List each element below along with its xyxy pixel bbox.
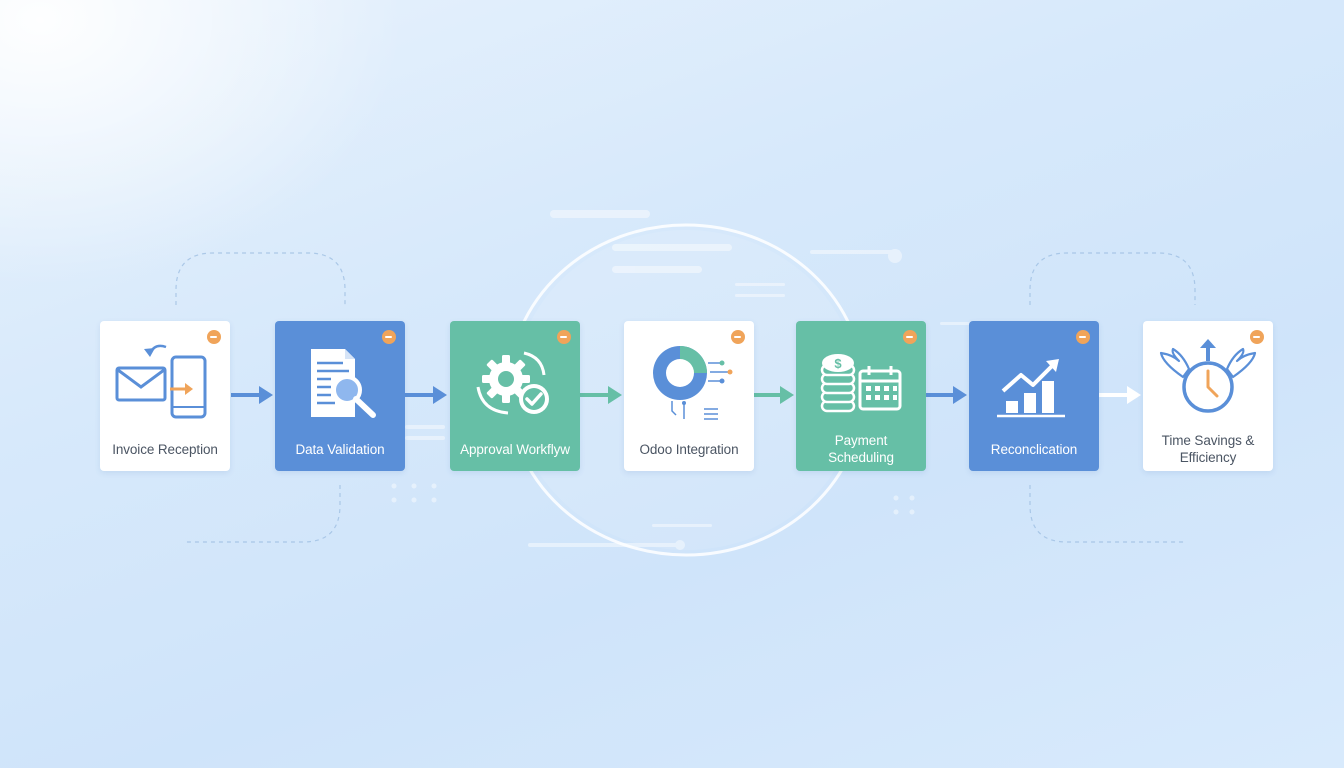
step-label: Invoice Reception [112, 441, 218, 457]
coins-calendar-icon: $ [820, 354, 902, 413]
step-card-reconciliation: Reconcliсation [969, 321, 1099, 471]
status-badge [557, 330, 571, 344]
status-badge [903, 330, 917, 344]
step-card-approval-workflow: Approval Workflуw [450, 321, 580, 471]
step-label: Data Validation [295, 441, 385, 457]
step-label: Approval Workflуw [460, 441, 570, 457]
arrow-6-icon [1099, 386, 1141, 404]
winged-clock-icon [1159, 339, 1257, 413]
step-label: Odoo Integration [639, 441, 739, 457]
status-badge [382, 330, 396, 344]
step-card-time-savings: Time Savings & Efficiency [1143, 321, 1273, 471]
status-badge [731, 330, 745, 344]
step-label: Time Savings & Efficiency [1161, 433, 1255, 465]
growth-chart-icon [997, 359, 1065, 418]
svg-text:$: $ [834, 356, 842, 371]
status-badge [207, 330, 221, 344]
arrow-4-icon [752, 386, 794, 404]
status-badge [1250, 330, 1264, 344]
step-card-payment-scheduling: $ Payment Scheduling [796, 321, 926, 471]
step-card-odoo-integration: Odoo Integration [624, 321, 754, 471]
arrow-1-icon [231, 386, 273, 404]
arrow-2-icon [405, 386, 447, 404]
arrow-3-icon [580, 386, 622, 404]
gear-check-icon [476, 351, 549, 415]
status-badge [1076, 330, 1090, 344]
document-search-icon [311, 349, 376, 418]
envelope-phone-icon [115, 344, 207, 419]
step-label: Payment Scheduling [828, 433, 894, 465]
arrow-5-icon [925, 386, 967, 404]
step-label: Reconcliсation [990, 441, 1078, 457]
step-card-data-validation: Data Validation [275, 321, 405, 471]
odoo-circuit-icon [653, 346, 733, 420]
step-card-invoice-reception: Invoice Reception [100, 321, 230, 471]
